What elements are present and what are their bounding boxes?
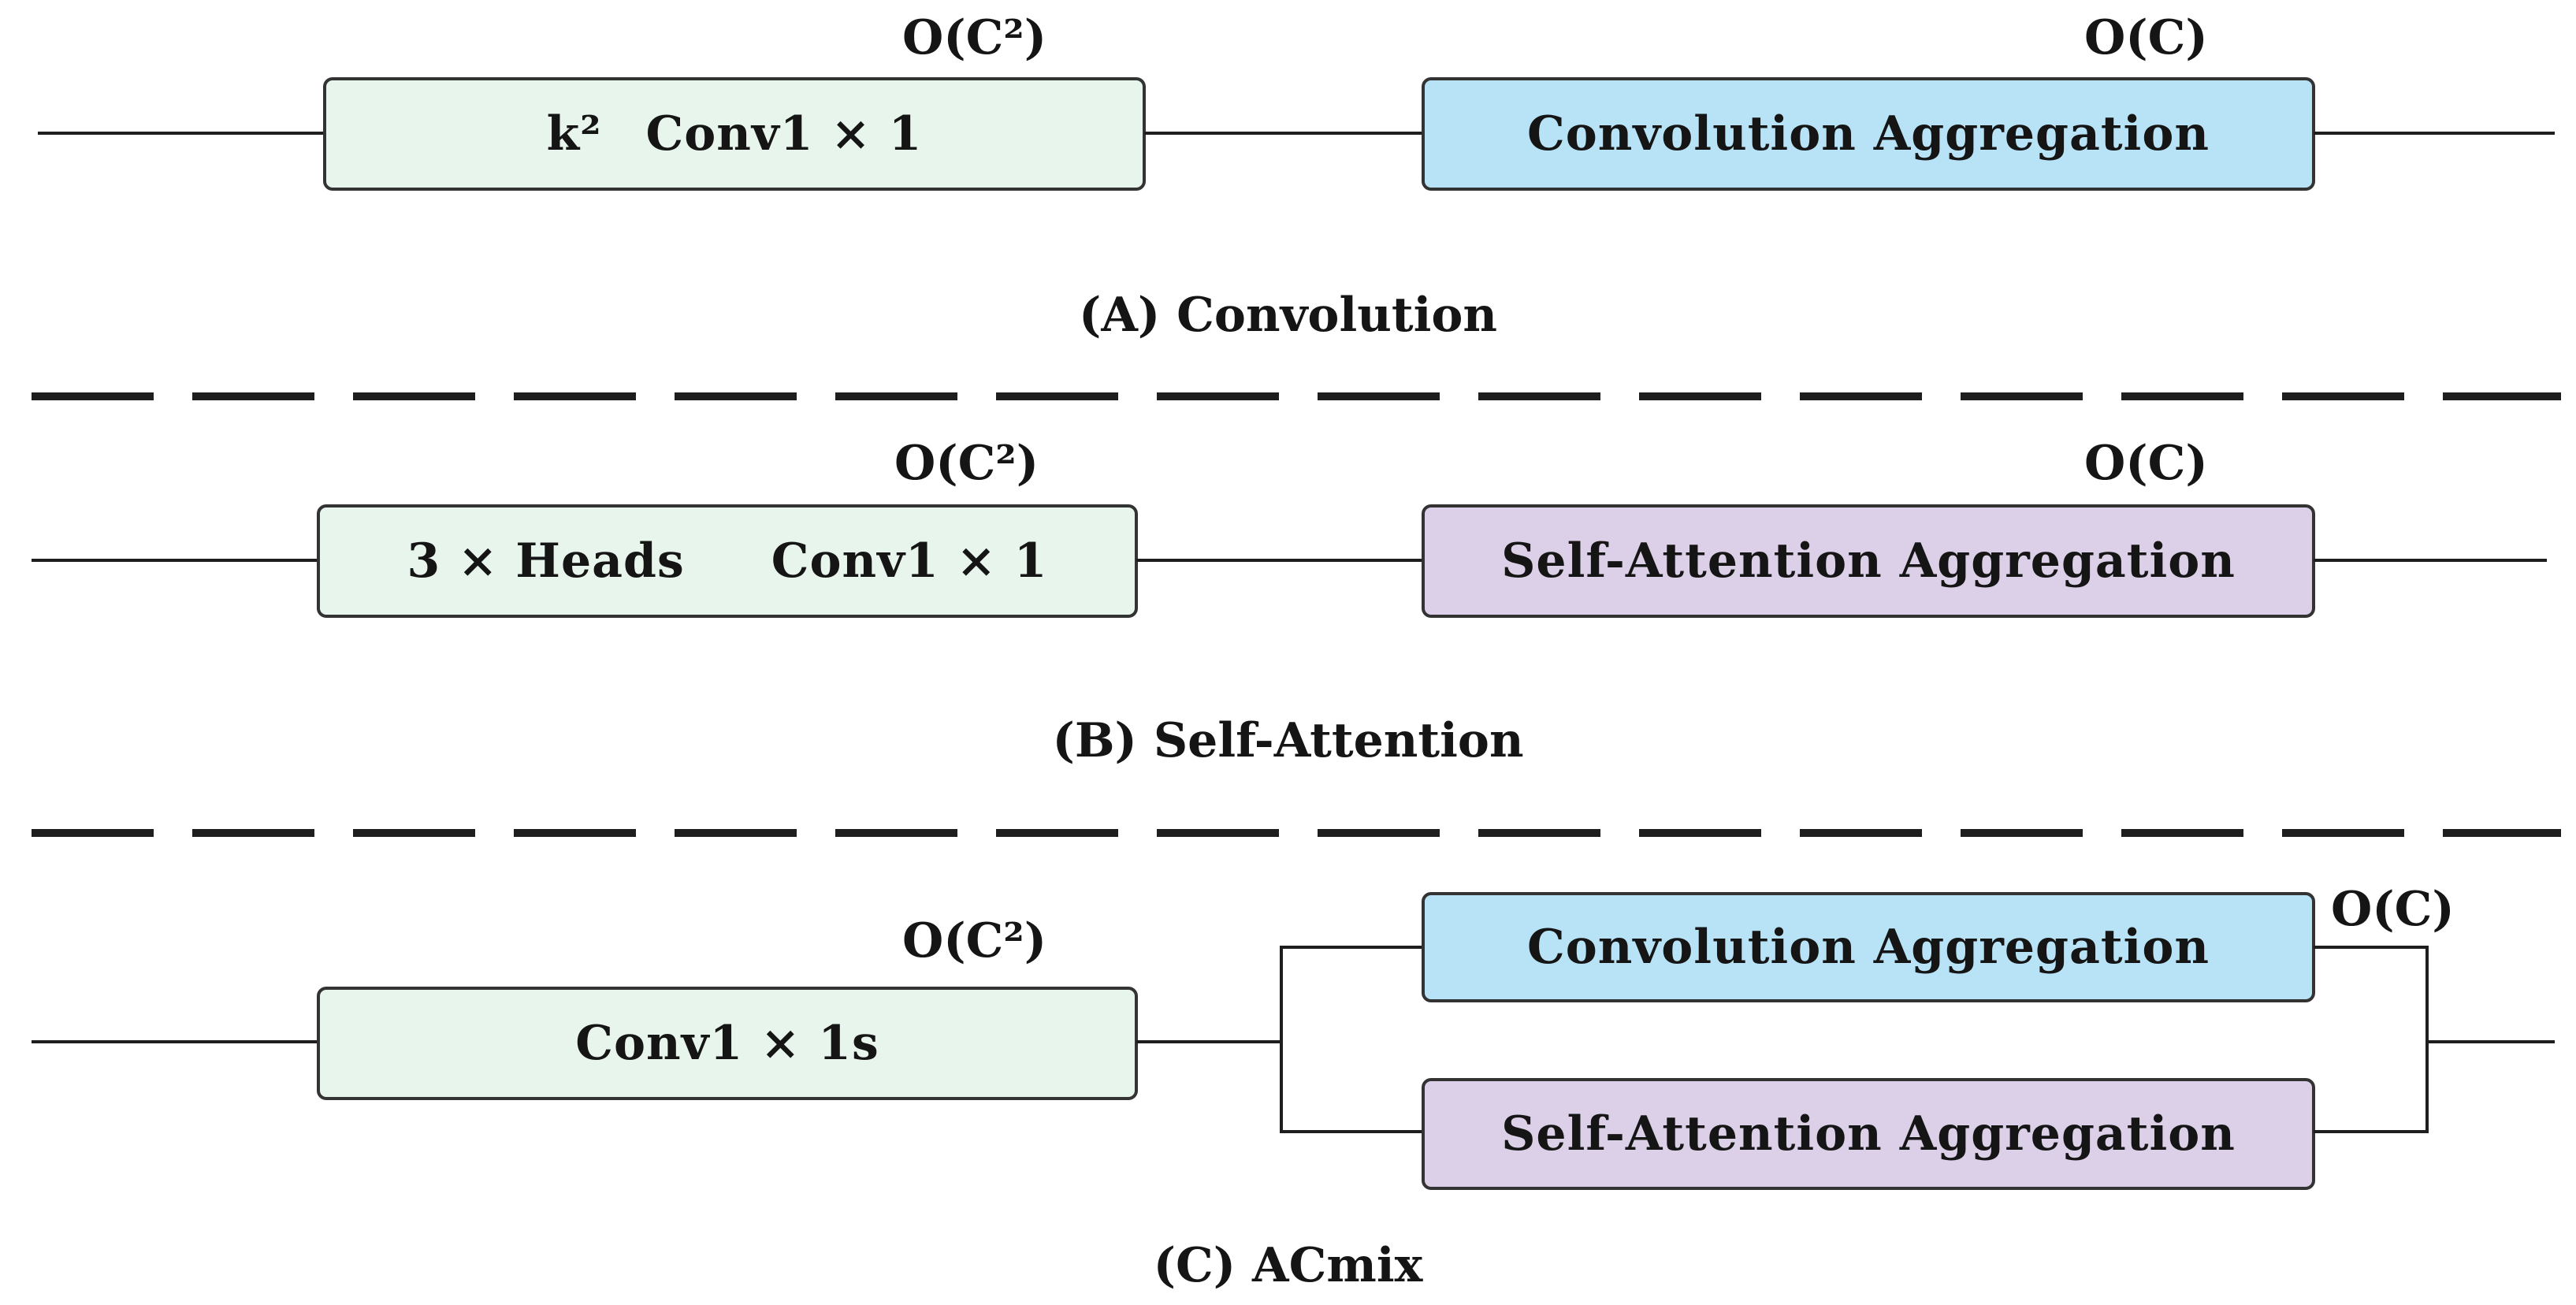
conv1x1-label: Conv1 × 1 bbox=[771, 534, 1048, 589]
connector-line bbox=[2425, 1040, 2555, 1043]
conv1x1-label: Conv1 × 1 bbox=[645, 106, 923, 162]
kernel-count-label: k² bbox=[546, 106, 602, 162]
projection-complexity: O(C²) bbox=[894, 436, 1039, 491]
projection-complexity: O(C²) bbox=[902, 10, 1047, 65]
section-divider bbox=[32, 829, 2561, 837]
aggregation-complexity: O(C) bbox=[2084, 436, 2208, 491]
caption-acmix: (C) ACmix bbox=[1153, 1238, 1423, 1293]
connector-line bbox=[1280, 946, 1423, 949]
conv1x1-block: k² Conv1 × 1 bbox=[323, 77, 1146, 191]
branch-split-line bbox=[1280, 946, 1283, 1133]
connector-line bbox=[38, 132, 325, 135]
aggregation-complexity: O(C) bbox=[2084, 10, 2208, 65]
self-attention-aggregation-block: Self-Attention Aggregation bbox=[1422, 504, 2315, 618]
conv1x1s-block: Conv1 × 1s bbox=[317, 987, 1138, 1100]
connector-line bbox=[1136, 559, 1423, 562]
connector-line bbox=[2314, 1130, 2429, 1133]
connector-line bbox=[1144, 132, 1423, 135]
connector-line bbox=[1280, 1130, 1423, 1133]
connector-line bbox=[32, 1040, 318, 1043]
connector-line bbox=[2314, 559, 2547, 562]
convolution-aggregation-block: Convolution Aggregation bbox=[1422, 77, 2315, 191]
projection-complexity: O(C²) bbox=[902, 913, 1047, 969]
connector-line bbox=[2314, 132, 2555, 135]
connector-line bbox=[2314, 946, 2429, 949]
caption-self-attention: (B) Self-Attention bbox=[1052, 713, 1524, 768]
convolution-aggregation-block: Convolution Aggregation bbox=[1422, 892, 2315, 1002]
self-attention-aggregation-block: Self-Attention Aggregation bbox=[1422, 1078, 2315, 1190]
caption-convolution: (A) Convolution bbox=[1078, 288, 1498, 343]
section-divider bbox=[32, 392, 2561, 400]
heads-count-label: 3 × Heads bbox=[407, 534, 685, 589]
connector-line bbox=[32, 559, 318, 562]
aggregation-complexity: O(C) bbox=[2331, 882, 2455, 937]
connector-line bbox=[1136, 1040, 1283, 1043]
branch-merge-line bbox=[2425, 946, 2429, 1133]
conv1x1-block: 3 × Heads Conv1 × 1 bbox=[317, 504, 1138, 618]
